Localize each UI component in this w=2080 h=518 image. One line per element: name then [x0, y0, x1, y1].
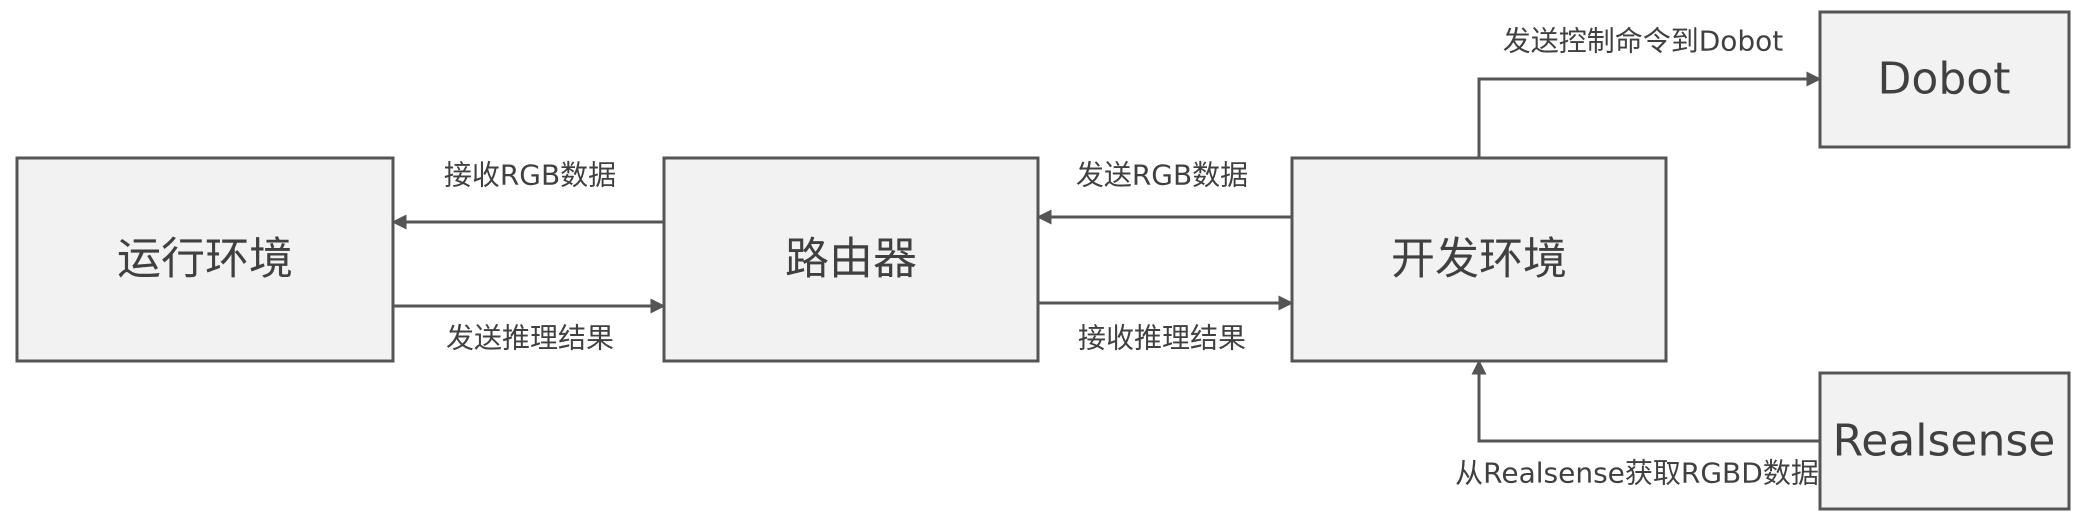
- dev-env-node: 开发环境: [1290, 156, 1668, 363]
- runtime-env-label: 运行环境: [117, 234, 293, 285]
- dobot-label: Dobot: [1878, 54, 2011, 105]
- router-to-devenv-label: 接收推理结果: [1078, 322, 1246, 355]
- dobot-node: Dobot: [1818, 10, 2071, 149]
- realsense-node: Realsense: [1818, 371, 2071, 511]
- router-label: 路由器: [785, 234, 917, 285]
- realsense-to-devenv-label: 从Realsense获取RGBD数据: [1455, 457, 1819, 490]
- runtime-to-router-label: 发送推理结果: [446, 322, 614, 355]
- realsense-to-devenv-arrow: [1471, 359, 1820, 443]
- router-to-runtime-label: 接收RGB数据: [444, 159, 616, 192]
- realsense-label: Realsense: [1833, 416, 2056, 467]
- devenv-to-dobot-label: 发送控制命令到Dobot: [1503, 25, 1784, 58]
- devenv-to-dobot-arrow: [1477, 71, 1822, 158]
- runtime-env-node: 运行环境: [15, 156, 395, 363]
- router-node: 路由器: [662, 156, 1040, 363]
- devenv-to-router-label: 发送RGB数据: [1076, 159, 1248, 192]
- dev-env-label: 开发环境: [1391, 234, 1567, 285]
